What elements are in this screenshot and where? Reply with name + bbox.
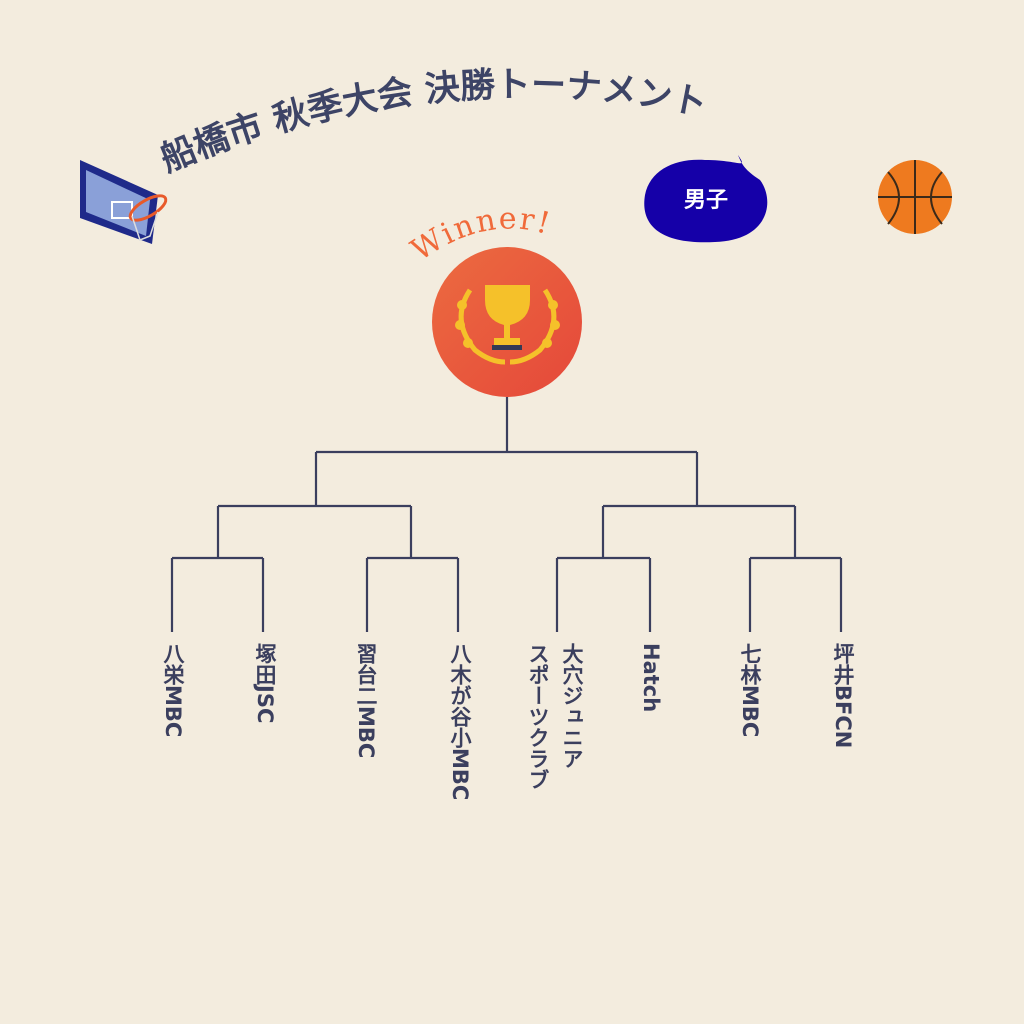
- team-3: 習台二MBC: [354, 643, 378, 759]
- team-2: 塚田JSC: [253, 643, 277, 724]
- first-round-lines: [170, 556, 843, 632]
- team-8: 坪井BFCN: [831, 643, 855, 749]
- category-badge: 男子: [644, 155, 768, 243]
- team-1: 八栄MBC: [161, 643, 185, 738]
- basketball-hoop-icon: [80, 160, 168, 244]
- team-7: 七林MBC: [738, 643, 762, 738]
- title-text: 船橋市 秋季大会 決勝トーナメント: [155, 65, 710, 180]
- bracket-lines: [170, 397, 843, 632]
- trophy-medal-icon: [432, 247, 582, 397]
- team-5-line2: スポーツクラブ: [526, 643, 550, 790]
- team-5-line1: 大穴ジュニア: [560, 643, 584, 769]
- team-5: 大穴ジュニア スポーツクラブ: [521, 643, 589, 790]
- basketball-icon: [878, 160, 952, 234]
- page-title: 船橋市 秋季大会 決勝トーナメント: [155, 65, 710, 180]
- team-6: Hatch: [639, 643, 663, 713]
- semifinal-right: [601, 504, 797, 558]
- final-connector: [314, 397, 699, 506]
- team-4: 八木が谷小MBC: [448, 643, 472, 801]
- semifinal-left: [216, 504, 413, 558]
- category-label: 男子: [684, 188, 728, 213]
